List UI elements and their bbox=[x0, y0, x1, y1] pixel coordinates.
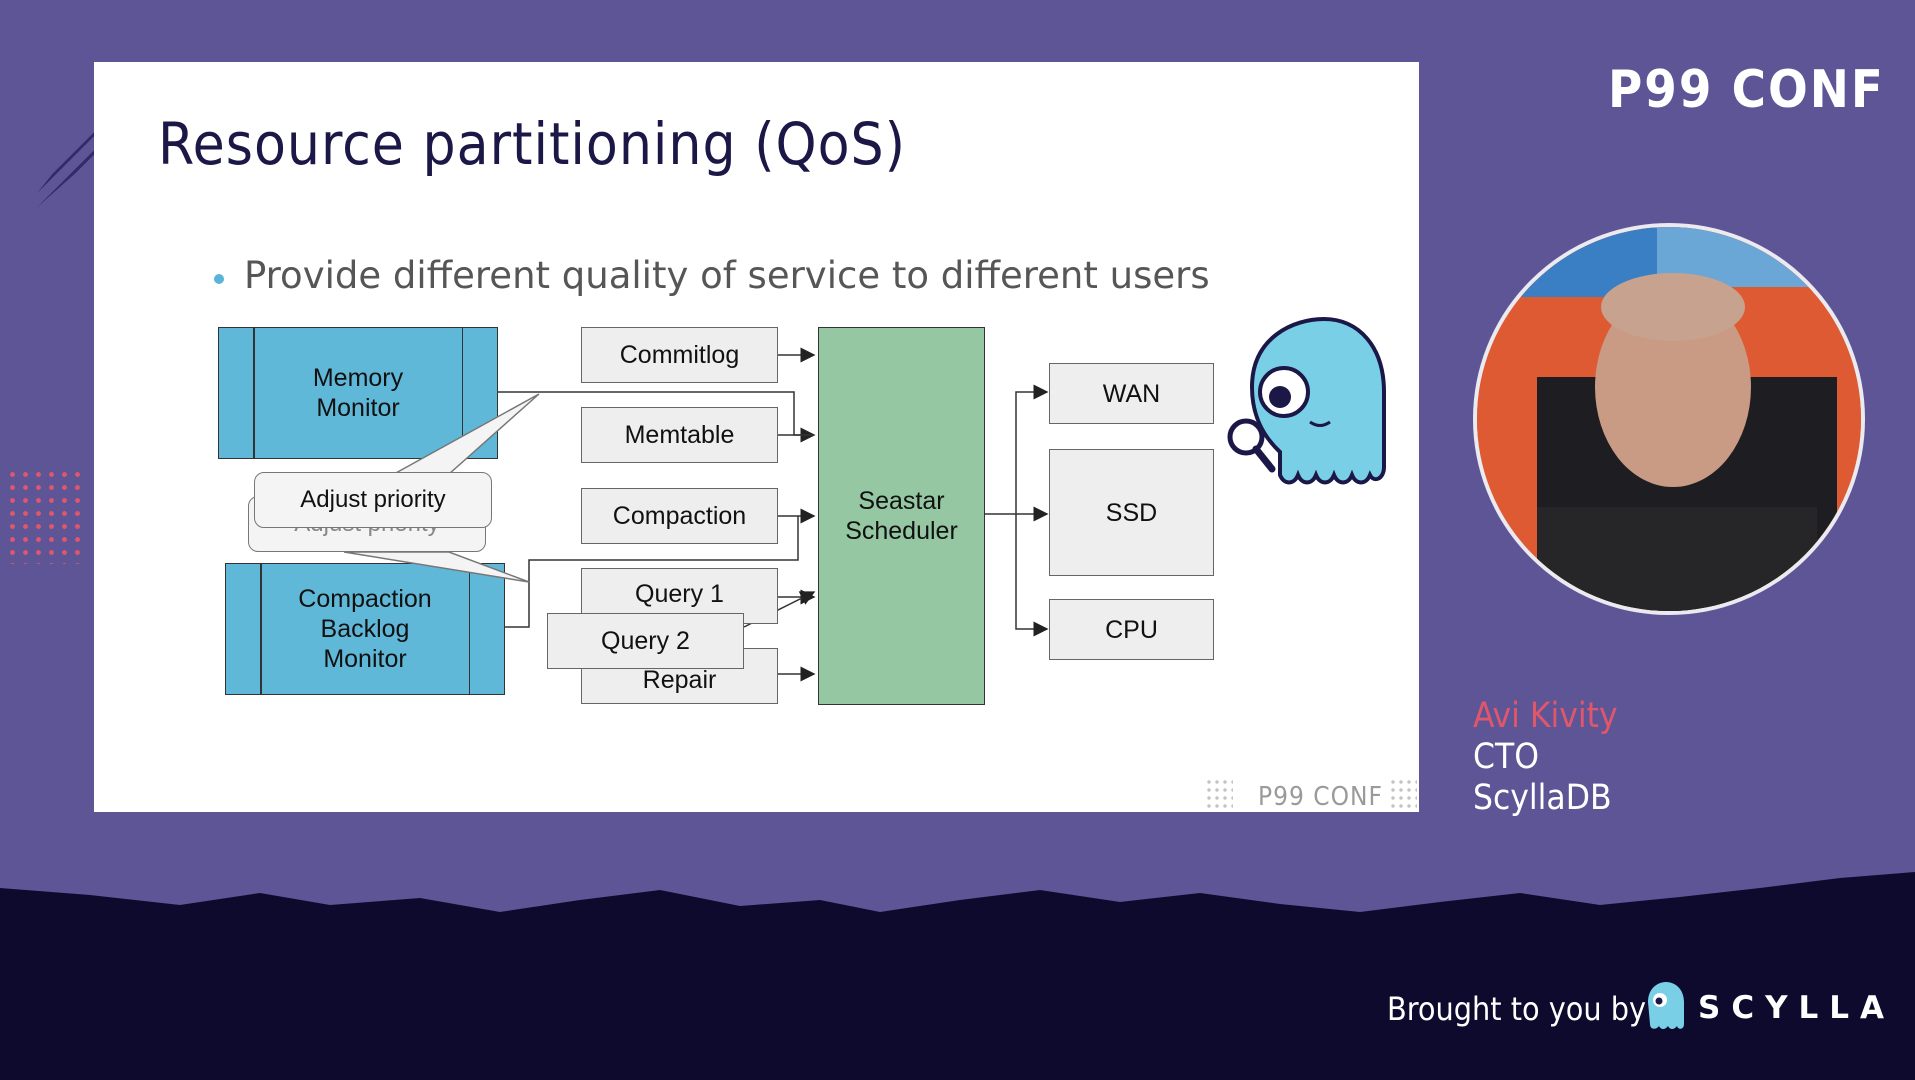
speaker-company: ScyllaDB bbox=[1473, 778, 1612, 818]
scylla-logo-icon bbox=[1648, 982, 1684, 1029]
diagram-connectors bbox=[498, 347, 1049, 682]
compaction-backlog-monitor-box: Compaction Backlog Monitor bbox=[225, 563, 505, 695]
slide-title: Resource partitioning (QoS) bbox=[158, 110, 907, 178]
slide: Resource partitioning (QoS) Provide diff… bbox=[94, 62, 1419, 812]
scylla-mascot-icon bbox=[1227, 317, 1386, 485]
footer-brought-to-you: Brought to you by bbox=[1387, 990, 1647, 1028]
seastar-scheduler-box: Seastar Scheduler bbox=[818, 327, 985, 705]
memory-monitor-box: Memory Monitor bbox=[218, 327, 498, 459]
wan-box: WAN bbox=[1049, 363, 1214, 424]
memory-monitor-label: Memory Monitor bbox=[312, 364, 404, 422]
speaker-name: Avi Kivity bbox=[1473, 696, 1618, 736]
p99-conf-logo: P99 CONF bbox=[1608, 60, 1885, 120]
cpu-box: CPU bbox=[1049, 599, 1214, 660]
commitlog-box: Commitlog bbox=[581, 327, 778, 383]
watermark-dots-right bbox=[1389, 778, 1417, 808]
dot-grid-decoration bbox=[6, 468, 84, 564]
ssd-box: SSD bbox=[1049, 449, 1214, 576]
speaker-title: CTO bbox=[1473, 737, 1540, 777]
query-2-box: Query 2 bbox=[547, 613, 744, 669]
bullet-dot bbox=[214, 274, 224, 284]
callout-adjust-priority: Adjust priority bbox=[254, 472, 492, 528]
compaction-backlog-monitor-label: Compaction Backlog Monitor bbox=[298, 585, 432, 673]
watermark-dots-left bbox=[1205, 778, 1233, 808]
slide-bullet: Provide different quality of service to … bbox=[244, 254, 1210, 297]
slide-watermark: P99 CONF bbox=[1258, 782, 1383, 812]
compaction-box: Compaction bbox=[581, 488, 778, 544]
memtable-box: Memtable bbox=[581, 407, 778, 463]
scylla-logo-text: SCYLLA bbox=[1698, 990, 1896, 1026]
speaker-video-frame bbox=[1477, 227, 1861, 611]
speaker-webcam bbox=[1473, 223, 1865, 615]
